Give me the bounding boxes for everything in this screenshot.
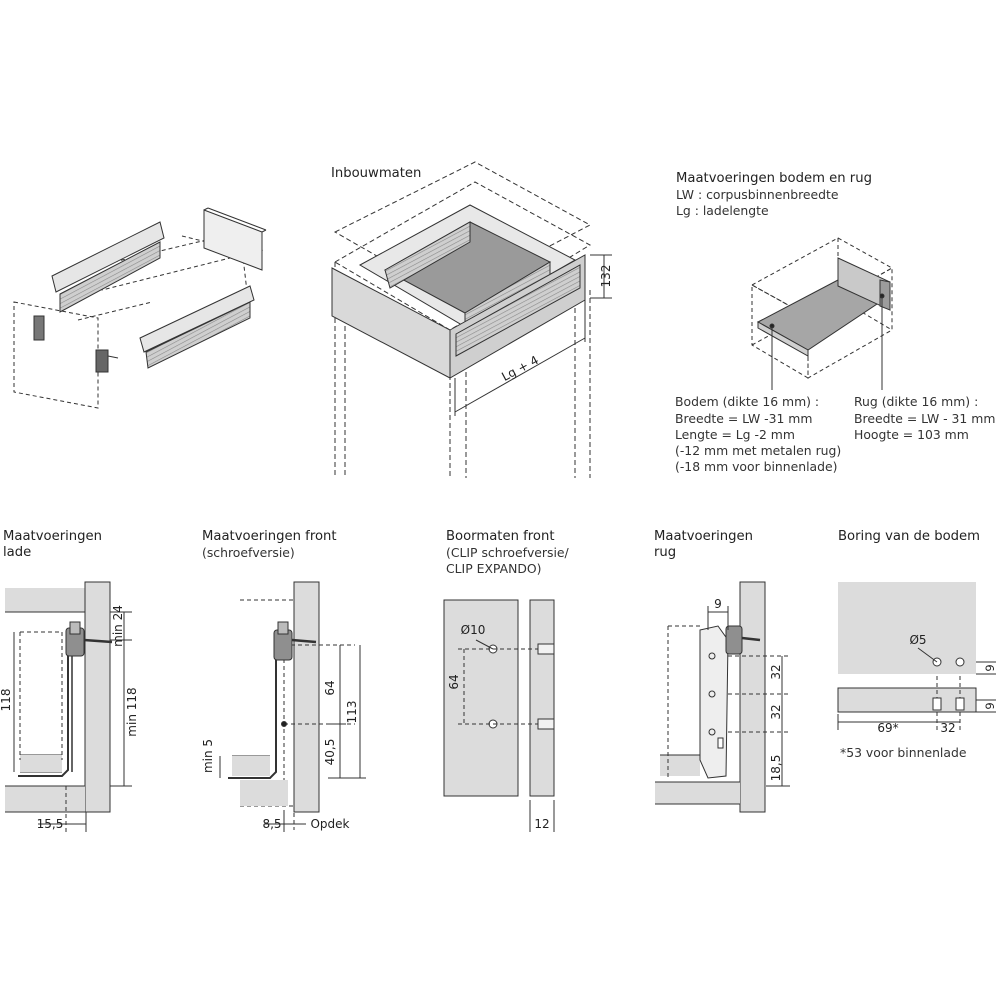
rug-note-1: Rug (dikte 16 mm) : — [854, 394, 979, 409]
bodem-rug-legend-lg: Lg : ladelengte — [676, 203, 769, 218]
rug-note-2: Breedte = LW - 31 mm — [854, 411, 996, 426]
dim-rug-32a: 32 — [769, 664, 783, 679]
dim-lade-min24: min 24 — [111, 605, 125, 647]
dim-front-8-5: 8,5 — [262, 817, 281, 831]
dim-boring-9a: 9 — [983, 664, 997, 671]
rug-note-3: Hoogte = 103 mm — [854, 427, 969, 442]
bodem-note-2: Breedte = LW -31 mm — [675, 411, 813, 426]
dim-boor-12: 12 — [534, 817, 549, 831]
dim-front-64: 64 — [323, 680, 337, 695]
boring-note: *53 voor binnenlade — [840, 745, 967, 760]
bodem-rug-title: Maatvoeringen bodem en rug — [676, 171, 872, 186]
dim-boring-dia5: Ø5 — [909, 633, 926, 647]
bodem-note-1: Bodem (dikte 16 mm) : — [675, 394, 820, 409]
front-subtitle: (schroefversie) — [202, 545, 295, 560]
front-detail-illustration — [219, 581, 366, 832]
bodem-rug-illustration — [750, 237, 894, 390]
dim-lade-15-5: 15,5 — [37, 817, 64, 831]
dim-lg-plus-4: Lg + 4 — [499, 353, 541, 384]
rug-title-line2: rug — [654, 545, 677, 560]
inbouwmaten-title: Inbouwmaten — [331, 166, 422, 181]
dim-lade-min118: min 118 — [125, 687, 139, 736]
bodem-note-3: Lengte = Lg -2 mm — [675, 427, 795, 442]
dim-132: 132 — [599, 265, 613, 288]
dim-front-40-5: 40,5 — [323, 739, 337, 766]
lade-title-line1: Maatvoeringen — [3, 529, 102, 544]
dim-rug-32b: 32 — [769, 704, 783, 719]
dim-boor-64: 64 — [447, 674, 461, 689]
front-title: Maatvoeringen front — [202, 529, 337, 544]
dim-rug-9: 9 — [714, 597, 722, 611]
boring-illustration — [837, 582, 996, 730]
dim-lade-118: 118 — [0, 689, 13, 712]
dim-front-113: 113 — [345, 701, 359, 724]
dim-boor-dia10: Ø10 — [461, 623, 486, 637]
bodem-note-4: (-12 mm met metalen rug) — [675, 443, 842, 458]
boormaten-subtitle-2: CLIP EXPANDO) — [446, 561, 542, 576]
bodem-rug-legend-lw: LW : corpusbinnenbreedte — [676, 187, 839, 202]
dim-front-opdek: Opdek — [310, 817, 349, 831]
exploded-drawer-illustration — [13, 207, 267, 409]
dim-boring-9b: 9 — [983, 702, 997, 709]
boring-title: Boring van de bodem — [838, 529, 981, 544]
dim-front-min5: min 5 — [201, 739, 215, 773]
lade-detail-illustration — [5, 581, 132, 832]
bodem-note-5: (-18 mm voor binnenlade) — [675, 459, 838, 474]
boormaten-illustration — [443, 599, 555, 832]
boormaten-subtitle-1: (CLIP schroefversie/ — [446, 545, 569, 560]
dim-boring-32: 32 — [940, 721, 955, 735]
dim-rug-18-5: 18,5 — [769, 755, 783, 782]
rug-title-line1: Maatvoeringen — [654, 529, 753, 544]
inbouwmaten-illustration — [331, 161, 612, 478]
dim-boring-69: 69* — [877, 721, 898, 735]
boormaten-title: Boormaten front — [446, 529, 555, 544]
rug-detail-illustration — [655, 581, 790, 813]
lade-title-line2: lade — [3, 545, 32, 560]
